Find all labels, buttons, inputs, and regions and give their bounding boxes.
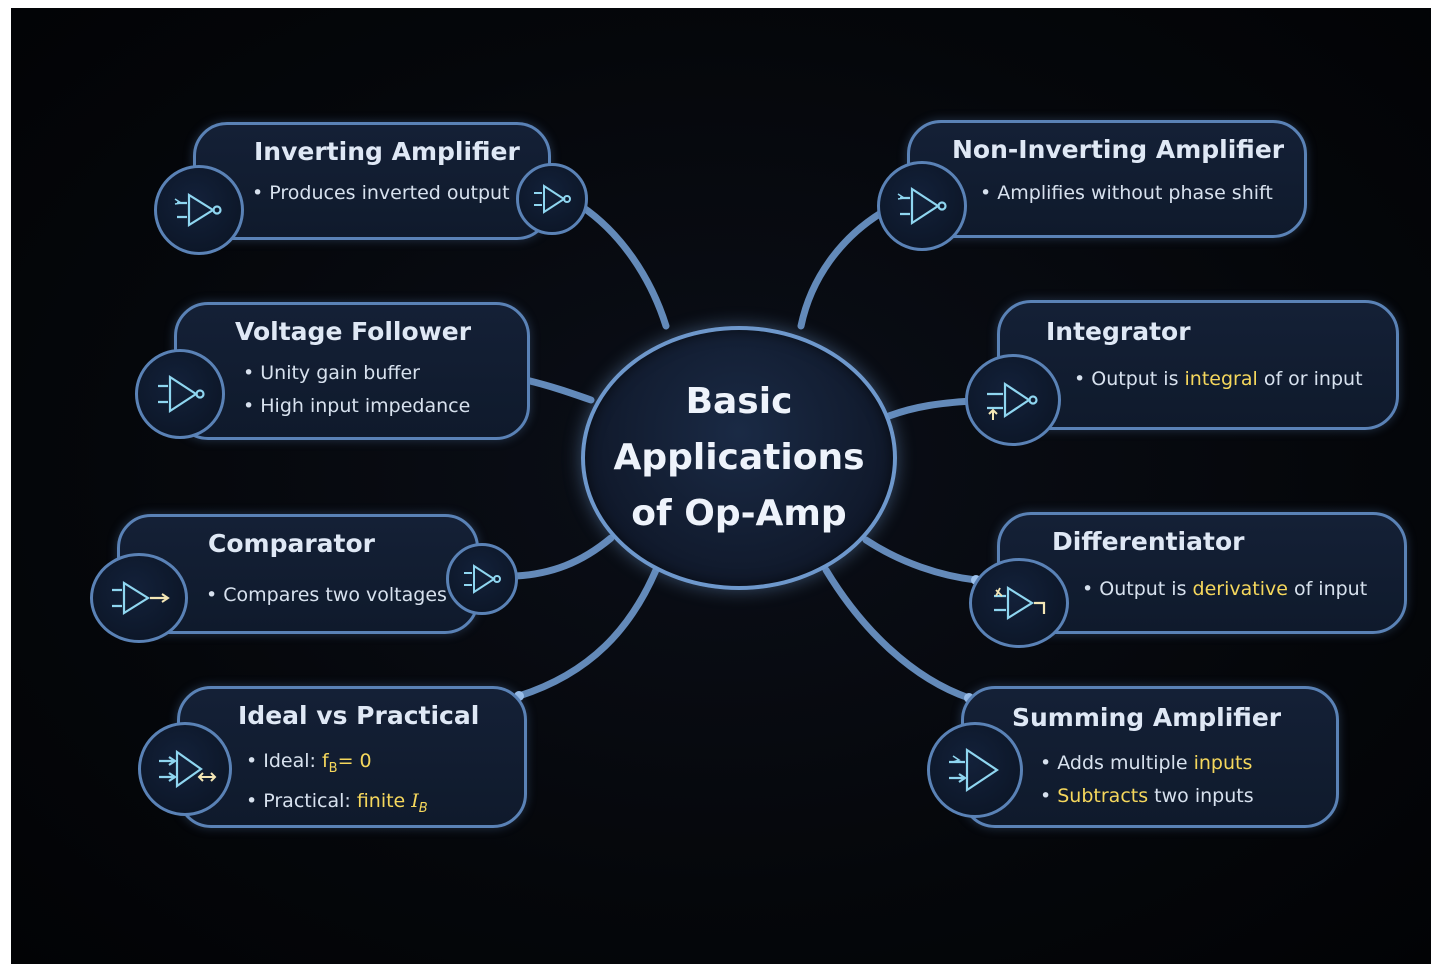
connector-comparator — [512, 534, 615, 580]
op-amp-icon — [969, 558, 1069, 648]
connector-ideal-practical — [515, 566, 660, 700]
node-bullets: Output is integral of or input — [1074, 363, 1362, 396]
node-integrator: Integrator Output is integral of or inpu… — [997, 300, 1399, 430]
node-inverting-amplifier: Inverting Amplifier Produces inverted ou… — [193, 122, 551, 240]
op-amp-icon — [877, 161, 967, 251]
center-title: Basic Applications of Op-Amp — [613, 381, 865, 534]
op-amp-icon — [90, 553, 188, 643]
bullet-item: Adds multiple inputs — [1040, 747, 1254, 780]
node-title: Voltage Follower — [235, 317, 472, 346]
node-bullets: Output is derivative of input — [1082, 573, 1367, 606]
node-summing-amplifier: Summing Amplifier Adds multiple inputs S… — [961, 686, 1339, 828]
bullet-item: High input impedance — [243, 390, 470, 423]
node-bullets: Produces inverted output — [252, 177, 509, 210]
bullet-item: Compares two voltages — [206, 579, 447, 612]
bullet-item: Produces inverted output — [252, 177, 509, 210]
node-title: Summing Amplifier — [1012, 703, 1282, 732]
mind-map-canvas: Basic Applications of Op-Amp Inverting A… — [11, 8, 1431, 964]
node-title: Integrator — [1046, 317, 1191, 346]
node-bullets: Compares two voltages — [206, 579, 447, 612]
connector-differentiator — [862, 536, 980, 584]
node-title: Ideal vs Practical — [238, 701, 480, 730]
connector-inverting — [577, 202, 670, 330]
node-bullets: Amplifies without phase shift — [980, 177, 1273, 210]
op-amp-icon — [446, 543, 518, 615]
op-amp-icon — [965, 354, 1061, 446]
connector-summing — [822, 566, 973, 702]
connector-non-inverting — [797, 209, 885, 330]
node-bullets: Ideal: fB= 0 Practical: finite IB — [246, 745, 428, 825]
bullet-item: Output is derivative of input — [1082, 573, 1367, 606]
node-bullets: Adds multiple inputs Subtracts two input… — [1040, 747, 1254, 813]
bullet-item-ideal: Ideal: fB= 0 — [246, 745, 428, 785]
node-non-inverting-amplifier: Non-Inverting Amplifier Amplifies withou… — [907, 120, 1307, 238]
op-amp-icon — [138, 722, 232, 816]
node-title: Differentiator — [1052, 527, 1245, 556]
bullet-item: Amplifies without phase shift — [980, 177, 1273, 210]
node-bullets: Unity gain buffer High input impedance — [243, 357, 470, 423]
connector-integrator — [885, 397, 975, 420]
op-amp-icon — [927, 722, 1023, 818]
node-title: Inverting Amplifier — [254, 137, 520, 166]
node-title: Comparator — [208, 529, 375, 558]
bullet-item: Unity gain buffer — [243, 357, 470, 390]
center-node: Basic Applications of Op-Amp — [581, 326, 897, 590]
node-title: Non-Inverting Amplifier — [952, 135, 1285, 164]
op-amp-icon — [154, 165, 244, 255]
bullet-item-practical: Practical: finite IB — [246, 785, 427, 825]
connector-voltage-follower — [522, 376, 595, 404]
node-voltage-follower: Voltage Follower Unity gain buffer High … — [174, 302, 530, 440]
op-amp-icon — [516, 163, 588, 235]
bullet-item: Output is integral of or input — [1074, 363, 1362, 396]
op-amp-icon — [135, 349, 225, 439]
bullet-item: Subtracts two inputs — [1040, 780, 1253, 813]
